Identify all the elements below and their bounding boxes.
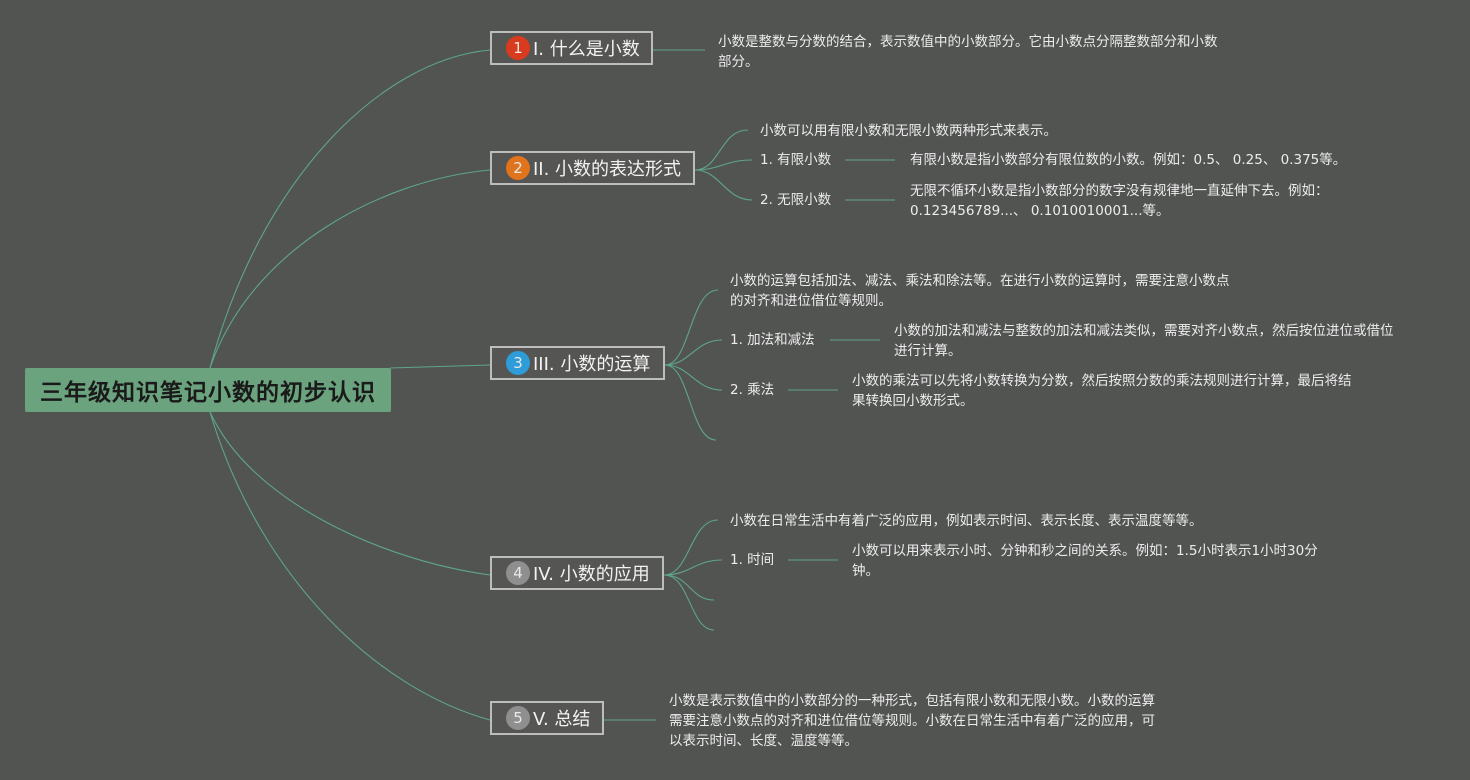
topic-applications[interactable]: 4 IV. 小数的应用 [490, 556, 664, 590]
link-topic3-child1 [664, 339, 723, 366]
topic-desc: 小数是整数与分数的结合，表示数值中的小数部分。它由小数点分隔整数部分和小数部分。 [718, 34, 1218, 70]
subtopic-time[interactable]: 1. 时间 [730, 552, 775, 568]
topic-desc: 小数的运算包括加法、减法、乘法和除法等。在进行小数的运算时，需要注意小数点的对齐… [730, 273, 1230, 309]
link-topic3-desc [664, 289, 719, 366]
priority-badge-2: 2 [506, 156, 530, 180]
topic-operations[interactable]: 3 III. 小数的运算 [490, 346, 665, 380]
priority-badge-5: 5 [506, 706, 530, 730]
link-topic2-desc [694, 129, 749, 171]
subtopic-desc: 无限不循环小数是指小数部分的数字没有规律地一直延伸下去。例如：0.1234567… [910, 183, 1329, 219]
topic-label: I. 什么是小数 [533, 39, 640, 60]
link-topic2-child2 [694, 169, 753, 201]
root-topic[interactable]: 三年级知识笔记小数的初步认识 [25, 368, 391, 412]
link-topic4-empty2 [663, 574, 715, 631]
topic-label: V. 总结 [533, 709, 591, 730]
subtopic-desc: 小数的乘法可以先将小数转换为分数，然后按照分数的乘法规则进行计算，最后将结果转换… [852, 373, 1352, 409]
link-topic4-desc [663, 519, 719, 576]
topic-desc: 小数是表示数值中的小数部分的一种形式，包括有限小数和无限小数。小数的运算需要注意… [669, 693, 1155, 749]
link-topic4-empty1 [663, 574, 715, 601]
topic-desc: 小数可以用有限小数和无限小数两种形式来表示。 [760, 123, 1057, 139]
subtopic-desc: 小数可以用来表示小时、分钟和秒之间的关系。例如：1.5小时表示1小时30分钟。 [852, 543, 1318, 579]
link-topic2-child1 [694, 159, 753, 171]
link-root-topic1 [209, 49, 491, 369]
topic-label: II. 小数的表达形式 [533, 159, 682, 180]
topic-expression-forms[interactable]: 2 II. 小数的表达形式 [490, 151, 695, 185]
link-topic4-child1 [663, 559, 723, 576]
topic-summary[interactable]: 5 V. 总结 [490, 701, 604, 735]
subtopic-infinite-decimal[interactable]: 2. 无限小数 [760, 192, 832, 208]
priority-badge-4: 4 [506, 561, 530, 585]
topic-label: IV. 小数的应用 [533, 564, 650, 585]
link-topic3-child2 [664, 364, 723, 391]
subtopic-multiply[interactable]: 2. 乘法 [730, 382, 775, 398]
priority-badge-1: 1 [506, 36, 530, 60]
link-root-topic3 [389, 364, 491, 369]
subtopic-finite-decimal[interactable]: 1. 有限小数 [760, 152, 832, 168]
subtopic-desc: 有限小数是指小数部分有限位数的小数。例如：0.5、 0.25、 0.375等。 [910, 152, 1347, 168]
topic-what-is-decimal[interactable]: 1 I. 什么是小数 [490, 31, 653, 65]
link-root-topic2 [209, 169, 491, 369]
subtopic-add-subtract[interactable]: 1. 加法和减法 [730, 332, 815, 348]
link-root-topic4 [209, 411, 491, 576]
topic-label: III. 小数的运算 [533, 354, 651, 375]
topic-desc: 小数在日常生活中有着广泛的应用，例如表示时间、表示长度、表示温度等等。 [730, 513, 1203, 529]
subtopic-desc: 小数的加法和减法与整数的加法和减法类似，需要对齐小数点，然后按位进位或借位进行计… [894, 323, 1394, 359]
link-root-topic5 [209, 411, 491, 721]
link-topic3-empty [664, 364, 717, 441]
priority-badge-3: 3 [506, 351, 530, 375]
